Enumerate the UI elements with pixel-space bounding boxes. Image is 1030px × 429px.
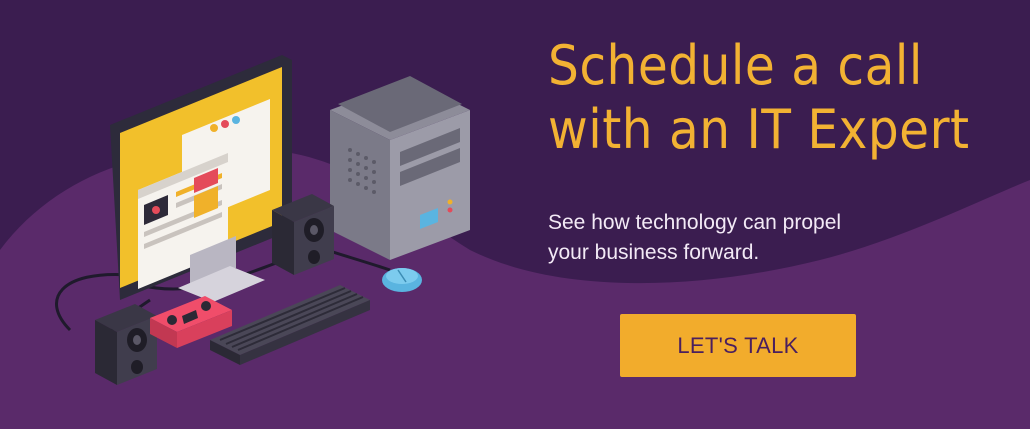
- speaker-icon: [272, 194, 334, 275]
- subtext-line-2: your business forward.: [548, 241, 760, 264]
- headline: Schedule a call with an IT Expert: [548, 34, 1018, 162]
- computer-setup-illustration: [55, 55, 470, 385]
- mouse-icon: [382, 268, 422, 292]
- router-icon: [150, 296, 232, 348]
- subtext-line-1: See how technology can propel: [548, 211, 842, 234]
- headline-line-2: with an IT Expert: [548, 98, 970, 161]
- headline-line-1: Schedule a call: [548, 34, 923, 97]
- desktop-tower-icon: [330, 76, 470, 260]
- speaker-icon: [95, 304, 157, 385]
- subtext: See how technology can propel your busin…: [548, 208, 928, 268]
- computer-monitor-icon: [110, 55, 292, 302]
- keyboard-icon: [210, 285, 370, 365]
- lets-talk-button[interactable]: LET'S TALK: [620, 314, 856, 377]
